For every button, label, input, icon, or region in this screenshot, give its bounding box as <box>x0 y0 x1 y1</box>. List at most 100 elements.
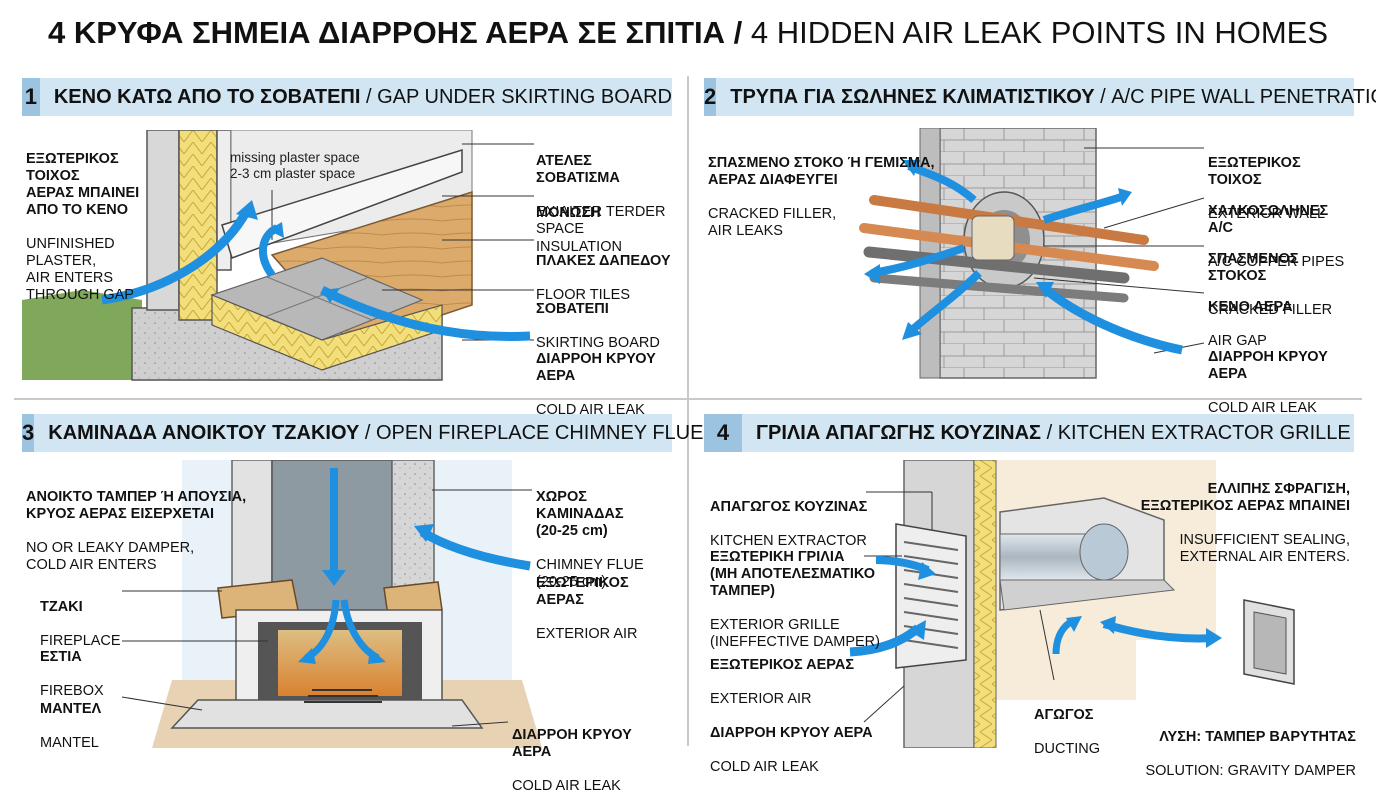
label-p2-r3-greek: ΣΠΑΣΜΕΝΟΣ ΣΤΟΚΟΣ <box>1208 251 1299 284</box>
label-unfinished-plaster: ΑΤΕΛΕΣ ΣΟΒΑΤΙΣΜΑ EXIAITER TERDER SPACE <box>536 136 672 255</box>
panel-3-title-english: / OPEN FIREPLACE CHIMNEY FLUE <box>364 421 704 444</box>
label-mantel: ΜΑΝΤΕΛ MANTEL <box>40 684 101 769</box>
label-cracked-filler-leak: ΣΠΑΣΜΕΝΟ ΣΤΟΚΟ Ή ΓΕΜΙΣΜΑ, ΑΕΡΑΣ ΔΙΑΦΕΥΓΕ… <box>708 138 935 257</box>
cold-air-arrow-in <box>1041 284 1183 355</box>
panel-4-number: 4 <box>704 414 742 452</box>
label-p2-r1-english: EXTERIOR WALL <box>1208 206 1326 222</box>
label-r4-english: SKIRTING BOARD <box>536 335 660 351</box>
panel-4-title-greek: ΓΡΙΛΙΑ ΑΠΑΓΩΓΗΣ ΚΟΥΖΙΝΑΣ <box>756 421 1042 444</box>
label-insulation: ΜΟΝΩΣΗ INSULATION <box>536 188 622 273</box>
label-p4-l3-greek: ΕΞΩΤΕΡΙΚΟΣ ΑΕΡΑΣ <box>710 657 855 673</box>
panel-1-title: ΚΕΝΟ ΚΑΤΩ ΑΠΟ ΤΟ ΣΟΒΑΤΕΠΙ / GAP UNDER SK… <box>40 86 672 109</box>
panel-skirting-gap: 1 ΚΕΝΟ ΚΑΤΩ ΑΠΟ ΤΟ ΣΟΒΑΤΕΠΙ / GAP UNDER … <box>22 78 672 418</box>
page-title-english: 4 HIDDEN AIR LEAK POINTS IN HOMES <box>750 15 1328 50</box>
label-p4-sol-greek: ΛΥΣΗ: ΤΑΜΠΕΡ ΒΑΡΥΤΗΤΑΣ <box>1159 729 1356 745</box>
label-copper-pipes: ΧΑΛΚΟΣΩΛΗΝΕΣ Α/C A/C COPPER PIPES <box>1208 186 1354 288</box>
label-air-gap: ΚΕΝΟ ΑΕΡΑ AIR GAP <box>1208 282 1293 367</box>
label-p2-r1-greek: ΕΞΩΤΕΡΙΚΟΣ ΤΟΙΧΟΣ <box>1208 155 1301 188</box>
panel-4-header: 4 ΓΡΙΛΙΑ ΑΠΑΓΩΓΗΣ ΚΟΥΖΙΝΑΣ / KITCHEN EXT… <box>704 414 1354 452</box>
panel-4-title-english: / KITCHEN EXTRACTOR GRILLE <box>1046 421 1351 444</box>
hearth <box>170 699 484 729</box>
label-kitchen-extractor: ΑΠΑΓΩΓΟΣ ΚΟΥΖΙΝΑΣ KITCHEN EXTRACTOR <box>710 482 867 567</box>
wall-insulation-layer <box>973 460 997 748</box>
label-p3-r2-english: EXTERIOR AIR <box>536 626 638 642</box>
page-title-separator: / <box>733 15 743 50</box>
label-p4-l4-greek: ΔΙΑΡΡΟΗ ΚΡΥΟΥ ΑΕΡΑ <box>710 725 873 741</box>
panel-4-title: ΓΡΙΛΙΑ ΑΠΑΓΩΓΗΣ ΚΟΥΖΙΝΑΣ / KITCHEN EXTRA… <box>742 422 1351 445</box>
grass-ground <box>22 290 142 380</box>
label-r5-greek: ΔΙΑΡΡΟΗ ΚΡΥΟΥ ΑΕΡΑ <box>536 351 656 384</box>
panel-2-header: 2 ΤΡΥΠΑ ΓΙΑ ΣΩΛΗΝΕΣ ΚΛΙΜΑΤΙΣΤΙΚΟΥ / A/C … <box>704 78 1376 116</box>
label-p3-r1-greek: ΧΩΡΟΣ ΚΑΜΙΝΑΔΑΣ (20-25 cm) <box>536 489 624 539</box>
label-cold-air-leak: ΔΙΑΡΡΟΗ ΚΡΥΟΥ ΑΕΡΑ COLD AIR LEAK <box>536 334 672 436</box>
label-p2-r3-english: CRACKED FILLER <box>1208 302 1333 318</box>
label-p4-l1-greek: ΑΠΑΓΩΓΟΣ ΚΟΥΖΙΝΑΣ <box>710 499 868 515</box>
leak-arrow-to-damper <box>1102 620 1215 643</box>
exterior-air-arrow <box>419 528 531 571</box>
page-title: 4 ΚΡΥΦΑ ΣΗΜΕΙΑ ΔΙΑΡΡΟΗΣ ΑΕΡΑ ΣΕ ΣΠΙΤΙΑ /… <box>0 14 1376 51</box>
horizontal-divider <box>14 398 1362 400</box>
label-r1-greek: ΑΤΕΛΕΣ ΣΟΒΑΤΙΣΜΑ <box>536 153 620 186</box>
cold-air-arrow-main <box>319 285 531 341</box>
label-firebox: ΕΣΤΙΑ FIREBOX <box>40 632 104 717</box>
page-title-greek: 4 ΚΡΥΦΑ ΣΗΜΕΙΑ ΔΙΑΡΡΟΗΣ ΑΕΡΑ ΣΕ ΣΠΙΤΙΑ <box>47 15 726 50</box>
label-p3-l4-english: MANTEL <box>40 735 99 751</box>
panel-1-title-greek: ΚΕΝΟ ΚΑΤΩ ΑΠΟ ΤΟ ΣΟΒΑΤΕΠΙ <box>53 85 361 108</box>
label-p3-l3-english: FIREBOX <box>40 683 104 699</box>
label-r2-english: INSULATION <box>536 239 622 255</box>
label-p4-duct-greek: ΑΓΩΓΟΣ <box>1034 707 1094 723</box>
panel-chimney-flue: 3 ΚΑΜΙΝΑΔΑ ΑΝΟΙΚΤΟΥ ΤΖΑΚΙΟΥ / OPEN FIREP… <box>22 414 703 794</box>
label-exterior-wall: ΕΞΩΤΕΡΙΚΟΣ ΤΟΙΧΟΣ EXTERIOR WALL <box>1208 138 1354 240</box>
chimney-illustration <box>121 460 542 748</box>
label-exterior-grille: ΕΞΩΤΕΡΙΚΗ ΓΡΙΛΙΑ (ΜΗ ΑΠΟΤΕΛΕΣΜΑΤΙΚΟ ΤΑΜΠ… <box>710 532 880 668</box>
label-p2-r4-greek: ΚΕΝΟ ΑΕΡΑ <box>1208 299 1293 315</box>
cold-air-arrow-wall <box>101 207 252 305</box>
label-insufficient-sealing: ΕΛΛΙΠΗΣ ΣΦΡΑΓΙΣΗ, ΕΞΩΤΕΡΙΚΟΣ ΑΕΡΑΣ ΜΠΑΙΝ… <box>1141 464 1350 583</box>
ac-pipe-illustration <box>859 128 1205 379</box>
label-p4-cold-air-leak: ΔΙΑΡΡΟΗ ΚΡΥΟΥ ΑΕΡΑ COLD AIR LEAK <box>710 708 873 793</box>
label-p4-exterior-air: ΕΞΩΤΕΡΙΚΟΣ ΑΕΡΑΣ EXTERIOR AIR <box>710 640 854 725</box>
label-p2-r5-greek: ΔΙΑΡΡΟΗ ΚΡΥΟΥ ΑΕΡΑ <box>1208 349 1328 382</box>
label-p3-r1-english: CHIMNEY FLUE (20-25 cm) <box>536 557 644 590</box>
label-p4-l1-english: KITCHEN EXTRACTOR <box>710 533 867 549</box>
label-fireplace: ΤΖΑΚΙ FIREPLACE <box>40 582 121 667</box>
label-p4-r1-english: INSUFFICIENT SEALING, EXTERNAL AIR ENTER… <box>1179 532 1350 565</box>
leak-arrow-left <box>871 244 966 277</box>
panel-1-header: 1 ΚΕΝΟ ΚΑΤΩ ΑΠΟ ΤΟ ΣΟΒΑΤΕΠΙ / GAP UNDER … <box>22 78 672 116</box>
label-p3-left-greek: ΑΝΟΙΚΤΟ ΤΑΜΠΕΡ Ή ΑΠΟΥΣΙΑ, ΚΡΥΟΣ ΑΕΡΑΣ ΕΙ… <box>26 489 247 522</box>
label-p2-cold-air-leak: ΔΙΑΡΡΟΗ ΚΡΥΟΥ ΑΕΡΑ COLD AIR LEAK <box>1208 332 1354 434</box>
label-skirting-board: ΣΟΒΑΤΕΠΙ SKIRTING BOARD <box>536 284 660 369</box>
wall-insulation <box>178 130 218 321</box>
label-exterior-wall-greek: ΕΞΩΤΕΡΙΚΟΣ ΤΟΙΧΟΣ ΑΕΡΑΣ ΜΠΑΙΝΕΙ ΑΠΟ ΤΟ Κ… <box>26 151 140 218</box>
label-ducting: ΑΓΩΓΟΣ DUCTING <box>1034 690 1100 775</box>
panel-1-title-english: / GAP UNDER SKIRTING BOARD <box>366 85 672 108</box>
label-p3-l2-greek: ΤΖΑΚΙ <box>40 599 83 615</box>
panel-3-number: 3 <box>22 414 35 452</box>
label-r3-english: FLOOR TILES <box>536 287 631 303</box>
label-p3-l3-greek: ΕΣΤΙΑ <box>40 649 82 665</box>
label-p4-duct-english: DUCTING <box>1034 741 1101 757</box>
label-p3-l2-english: FIREPLACE <box>40 633 121 649</box>
panel-2-number: 2 <box>704 78 717 116</box>
label-unfinished-plaster-english: UNFINISHED PLASTER, AIR ENTERS THROUGH G… <box>26 236 134 303</box>
label-r4-greek: ΣΟΒΑΤΕΠΙ <box>536 301 609 317</box>
label-p4-l2-english: EXTERIOR GRILLE (INEFFECTIVE DAMPER) <box>710 617 880 650</box>
label-p2-left-greek: ΣΠΑΣΜΕΝΟ ΣΤΟΚΟ Ή ΓΕΜΙΣΜΑ, ΑΕΡΑΣ ΔΙΑΦΕΥΓΕ… <box>708 155 935 188</box>
panel-3-title-greek: ΚΑΜΙΝΑΔΑ ΑΝΟΙΚΤΟΥ ΤΖΑΚΙΟΥ <box>48 421 360 444</box>
panel-2-title: ΤΡΥΠΑ ΓΙΑ ΣΩΛΗΝΕΣ ΚΛΙΜΑΤΙΣΤΙΚΟΥ / A/C PI… <box>716 86 1376 109</box>
label-p4-l2-greek: ΕΞΩΤΕΡΙΚΗ ΓΡΙΛΙΑ (ΜΗ ΑΠΟΤΕΛΕΣΜΑΤΙΚΟ ΤΑΜΠ… <box>710 549 875 599</box>
label-p3-r3-greek: ΔΙΑΡΡΟΗ ΚΡΥΟΥ ΑΕΡΑ <box>512 727 632 760</box>
label-p3-cold-air-leak: ΔΙΑΡΡΟΗ ΚΡΥΟΥ ΑΕΡΑ COLD AIR LEAK <box>512 710 672 812</box>
note-missing-plaster: missing plaster space 2-3 cm plaster spa… <box>230 150 360 181</box>
label-floor-tiles: ΠΛΑΚΕΣ ΔΑΠΕΔΟΥ FLOOR TILES <box>536 236 671 321</box>
label-p2-r2-english: A/C COPPER PIPES <box>1208 254 1345 270</box>
ac-drain-pipe <box>863 246 1130 284</box>
label-r3-greek: ΠΛΑΚΕΣ ΔΑΠΕΔΟΥ <box>536 253 671 269</box>
panel-2-title-greek: ΤΡΥΠΑ ΓΙΑ ΣΩΛΗΝΕΣ ΚΛΙΜΑΤΙΣΤΙΚΟΥ <box>730 85 1095 108</box>
label-chimney-flue: ΧΩΡΟΣ ΚΑΜΙΝΑΔΑΣ (20-25 cm) CHIMNEY FLUE … <box>536 472 672 608</box>
panel-2-title-english: / A/C PIPE WALL PENETRATION <box>1100 85 1376 108</box>
label-r1-english: EXIAITER TERDER SPACE <box>536 204 666 237</box>
label-solution-gravity-damper: ΛΥΣΗ: ΤΑΜΠΕΡ ΒΑΡΥΤΗΤΑΣ SOLUTION: GRAVITY… <box>1145 712 1356 797</box>
panel-3-title: ΚΑΜΙΝΑΔΑ ΑΝΟΙΚΤΟΥ ΤΖΑΚΙΟΥ / OPEN FIREPLA… <box>34 422 703 445</box>
label-r2-greek: ΜΟΝΩΣΗ <box>536 205 601 221</box>
